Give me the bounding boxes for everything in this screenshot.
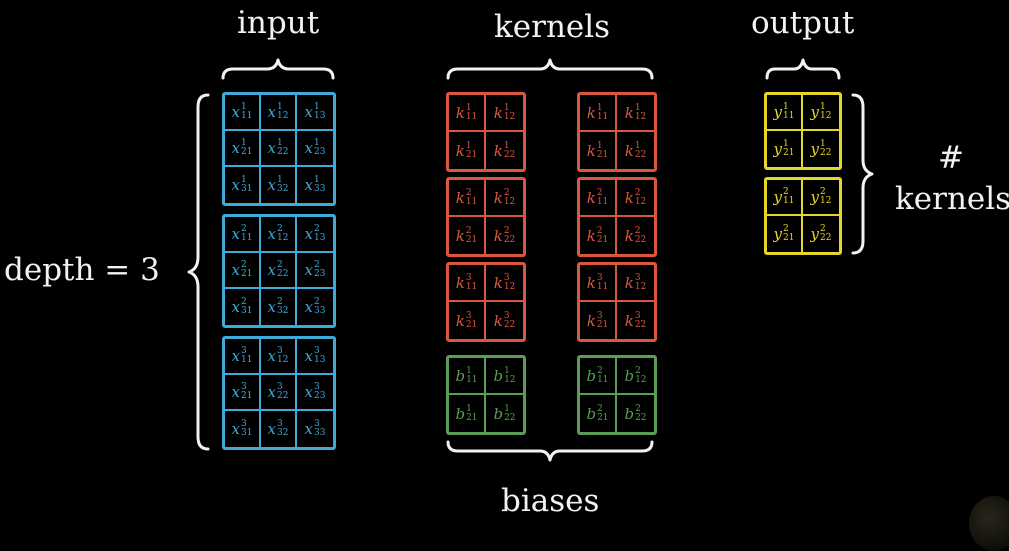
input-brace [221,58,335,80]
depth-brace [187,93,210,451]
depth-label: depth = 3 [4,252,160,288]
output-label: output [751,5,855,41]
kernels-label: kernels [494,9,611,45]
biases-brace [446,440,654,462]
hash-label: # [938,140,964,176]
kernels-brace [446,58,654,80]
output-brace [765,58,841,80]
num-kernels-brace [851,93,874,255]
biases-label: biases [501,483,600,519]
corner-glow [969,496,1009,551]
input-label: input [237,5,320,41]
num-kernels-label: kernels [895,181,1009,217]
